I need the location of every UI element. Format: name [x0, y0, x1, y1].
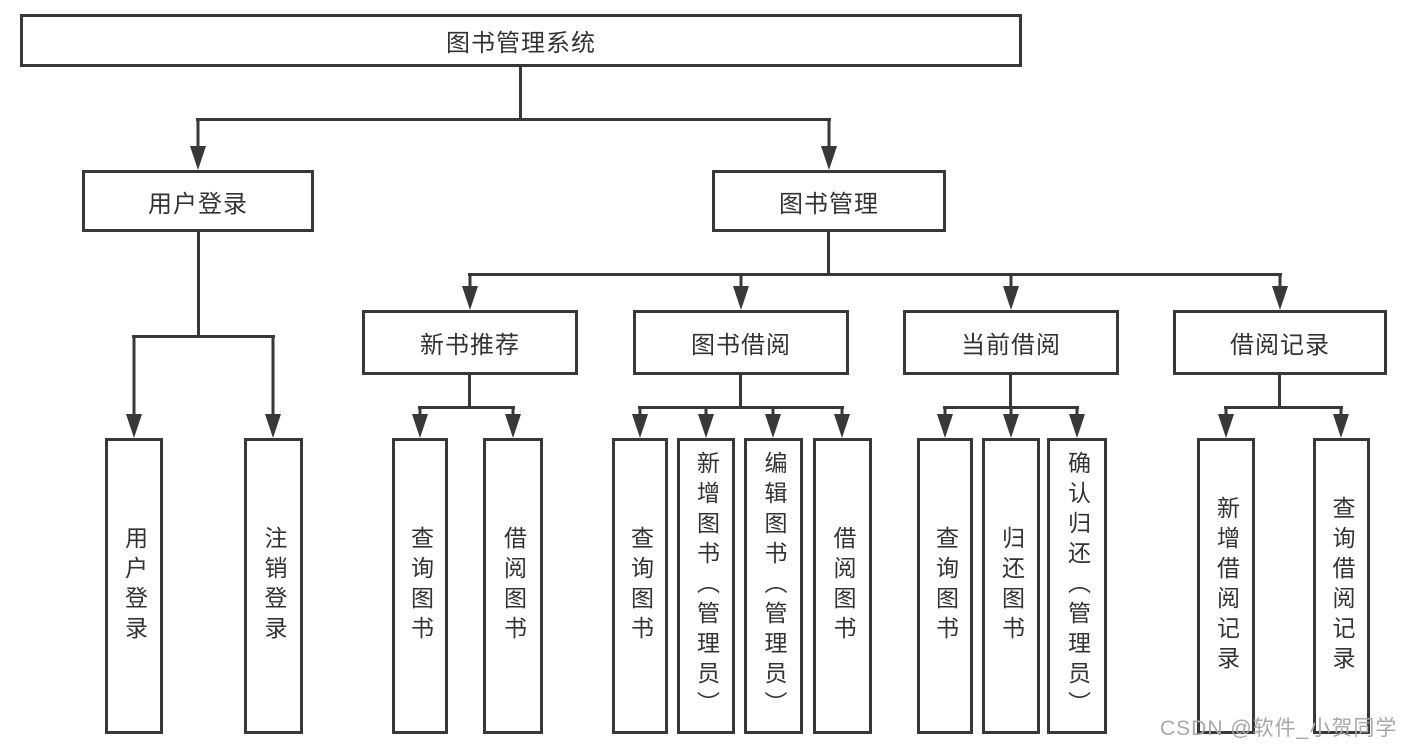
leaf-borrow-query: 查询图书 — [612, 438, 668, 734]
arrow-to-leaf-current-confirm — [1069, 406, 1085, 438]
leaf-record-query-label: 查询借阅记录 — [1329, 496, 1355, 676]
connector-root-stem — [519, 66, 522, 118]
arrow-to-borrow-record — [1272, 273, 1288, 310]
leaf-current-return: 归还图书 — [982, 438, 1040, 734]
leaf-borrow-edit-admin: 编辑图书（管理员） — [744, 438, 803, 734]
leaf-newbook-query: 查询图书 — [392, 438, 448, 734]
leaf-borrow-book-label: 借阅图书 — [830, 526, 856, 646]
arrow-to-leaf-record-query — [1333, 406, 1349, 438]
leaf-borrow-add-admin: 新增图书（管理员） — [677, 438, 735, 734]
leaf-borrow-query-label: 查询图书 — [627, 526, 654, 646]
leaf-borrow-book: 借阅图书 — [813, 438, 872, 734]
leaf-user-login: 用户登录 — [105, 438, 163, 734]
connector-borrow-record-stem — [1278, 375, 1281, 406]
arrow-to-leaf-borrow-edit — [765, 406, 781, 438]
leaf-current-query: 查询图书 — [917, 438, 973, 734]
node-user-login: 用户登录 — [82, 170, 314, 232]
connector-user-login-stem — [197, 232, 200, 335]
node-current-borrow: 当前借阅 — [903, 310, 1119, 375]
connector-user-login-bar — [132, 335, 275, 338]
leaf-current-return-label: 归还图书 — [998, 526, 1025, 646]
node-borrow-record-label: 借阅记录 — [1230, 332, 1330, 359]
leaf-newbook-query-label: 查询图书 — [407, 526, 434, 646]
leaf-current-confirm-admin: 确认归还（管理员） — [1047, 438, 1107, 734]
node-book-borrow: 图书借阅 — [633, 310, 849, 375]
arrow-to-user-login — [190, 118, 206, 170]
watermark: CSDN @软件_小贺同学 — [1160, 717, 1398, 740]
arrow-to-leaf-newbook-query — [412, 406, 428, 438]
arrow-to-leaf-newbook-borrow — [505, 406, 521, 438]
node-current-borrow-label: 当前借阅 — [961, 332, 1061, 359]
arrow-to-leaf-borrow-book — [834, 406, 850, 438]
leaf-logout-label: 注销登录 — [261, 526, 287, 646]
arrow-to-new-book-recommend — [462, 273, 478, 310]
node-root: 图书管理系统 — [20, 14, 1022, 67]
connector-new-book-bar — [418, 406, 515, 409]
arrow-to-leaf-current-return — [1003, 406, 1019, 438]
node-borrow-record: 借阅记录 — [1173, 310, 1387, 375]
node-new-book-recommend-label: 新书推荐 — [420, 332, 520, 359]
node-root-label: 图书管理系统 — [446, 30, 596, 57]
connector-level3-bar — [468, 273, 1282, 276]
node-book-management-label: 图书管理 — [779, 190, 879, 218]
arrow-to-leaf-borrow-query — [632, 406, 648, 438]
arrow-to-leaf-logout — [265, 335, 281, 438]
arrow-to-book-borrow — [733, 273, 749, 310]
leaf-borrow-edit-admin-label: 编辑图书（管理员） — [761, 451, 787, 721]
connector-current-borrow-stem — [1009, 375, 1012, 406]
connector-new-book-stem — [468, 375, 471, 406]
leaf-current-query-label: 查询图书 — [932, 526, 959, 646]
leaf-newbook-borrow: 借阅图书 — [483, 438, 543, 734]
leaf-newbook-borrow-label: 借阅图书 — [500, 526, 527, 646]
node-book-management: 图书管理 — [712, 170, 946, 232]
node-book-borrow-label: 图书借阅 — [691, 332, 791, 359]
leaf-logout: 注销登录 — [244, 438, 303, 734]
leaf-record-query: 查询借阅记录 — [1313, 438, 1370, 734]
node-user-login-label: 用户登录 — [148, 190, 248, 218]
arrow-to-leaf-current-query — [937, 406, 953, 438]
leaf-user-login-label: 用户登录 — [121, 526, 148, 646]
leaf-current-confirm-admin-label: 确认归还（管理员） — [1064, 451, 1091, 721]
leaf-borrow-add-admin-label: 新增图书（管理员） — [693, 451, 720, 721]
leaf-record-add-label: 新增借阅记录 — [1213, 496, 1240, 676]
connector-book-borrow-bar — [638, 406, 844, 409]
connector-level2-bar — [196, 118, 831, 121]
arrow-to-current-borrow — [1003, 273, 1019, 310]
arrow-to-book-management — [821, 118, 837, 170]
arrow-to-leaf-user-login — [126, 335, 142, 438]
arrow-to-leaf-record-add — [1218, 406, 1234, 438]
node-new-book-recommend: 新书推荐 — [362, 310, 578, 375]
connector-borrow-record-bar — [1224, 406, 1343, 409]
arrow-to-leaf-borrow-add — [698, 406, 714, 438]
connector-book-borrow-stem — [739, 375, 742, 406]
connector-book-management-stem — [827, 232, 830, 273]
leaf-record-add: 新增借阅记录 — [1197, 438, 1255, 734]
